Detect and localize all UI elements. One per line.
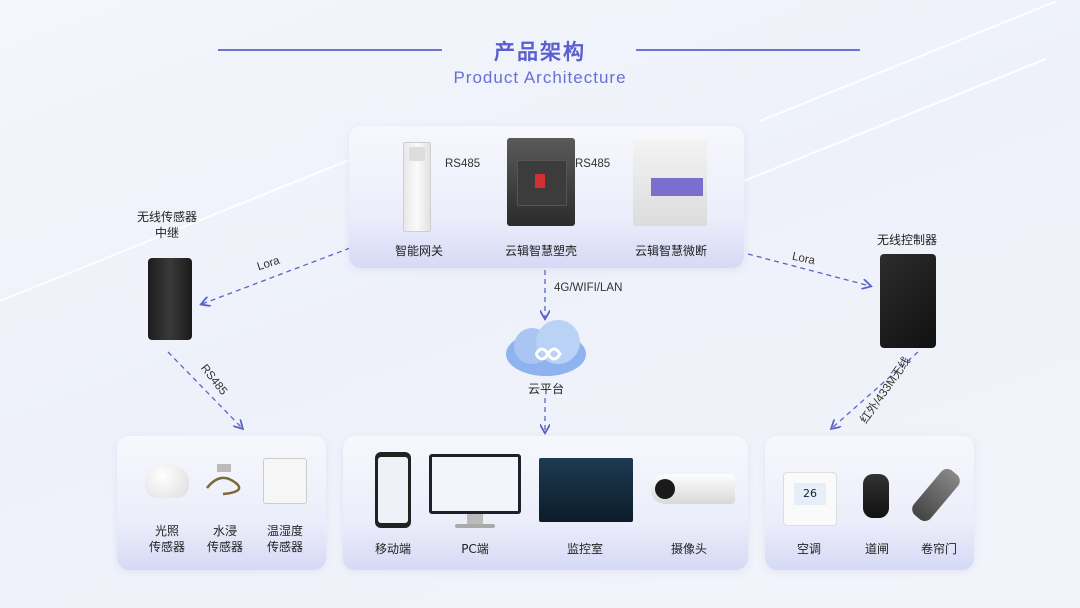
wireless-controller-icon	[880, 254, 936, 348]
header-line-left	[218, 49, 442, 51]
gateway-panel: RS485 RS485 智能网关 云辑智慧塑壳 云辑智慧微断	[349, 126, 744, 268]
sensor-label-water-1: 水浸	[212, 524, 237, 538]
camera-icon	[651, 474, 735, 504]
lora-right-arrow	[747, 253, 870, 286]
rs485-label-right: RS485	[575, 158, 611, 170]
network-label: 4G/WIFI/LAN	[554, 282, 623, 294]
thermostat-icon: 26	[783, 472, 837, 526]
controller-label: 无线控制器	[876, 233, 937, 247]
relay-label-line2: 中继	[154, 226, 179, 240]
header-line-right	[636, 49, 860, 51]
sensor-label-light-2: 传感器	[148, 540, 185, 554]
cloud-label: 云平台	[527, 382, 564, 396]
thermostat-display: 26	[794, 483, 826, 505]
page-subtitle: Product Architecture	[453, 68, 627, 87]
molded-case-breaker-icon	[507, 138, 575, 226]
control-panel: 26 空调 道闸 卷帘门	[765, 436, 974, 570]
miniature-breaker-icon	[633, 140, 707, 226]
device-label-mcb: 云辑智慧微断	[634, 244, 707, 258]
rs485-label-left: RS485	[445, 158, 481, 170]
platform-label-control-room: 监控室	[566, 542, 603, 556]
platform-label-camera: 摄像头	[670, 542, 707, 556]
water-leak-sensor-icon	[201, 462, 247, 498]
cloud-icon	[502, 318, 592, 384]
platform-panel: 移动端 PC端 监控室 摄像头	[343, 436, 748, 570]
device-label-gateway: 智能网关	[394, 244, 443, 258]
sensor-label-th-2: 传感器	[266, 540, 303, 554]
device-label-mccb: 云辑智慧塑壳	[504, 244, 577, 258]
control-label-shutter: 卷帘门	[920, 542, 957, 556]
control-label-barrier: 道闸	[864, 542, 889, 556]
platform-label-mobile: 移动端	[374, 542, 411, 556]
smart-gateway-icon	[403, 142, 431, 232]
light-sensor-icon	[145, 464, 189, 498]
platform-label-pc: PC端	[461, 542, 489, 556]
mobile-phone-icon	[375, 452, 411, 528]
control-room-icon	[539, 458, 633, 522]
control-label-ac: 空调	[796, 542, 821, 556]
sensor-label-light-1: 光照	[154, 524, 179, 538]
sensor-label-th-1: 温湿度	[266, 524, 303, 538]
shutter-remote-icon	[908, 465, 964, 525]
pc-monitor-icon	[429, 454, 521, 528]
page-title: 产品架构	[494, 40, 586, 64]
infrared-arrow	[832, 351, 919, 428]
wireless-relay-icon	[148, 258, 192, 340]
relay-label-line1: 无线传感器	[136, 210, 197, 224]
temp-humidity-sensor-icon	[263, 458, 307, 504]
sensors-panel: 光照 传感器 水浸 传感器 温湿度 传感器	[117, 436, 326, 570]
sensor-label-water-2: 传感器	[206, 540, 243, 554]
barrier-remote-icon	[863, 474, 889, 518]
